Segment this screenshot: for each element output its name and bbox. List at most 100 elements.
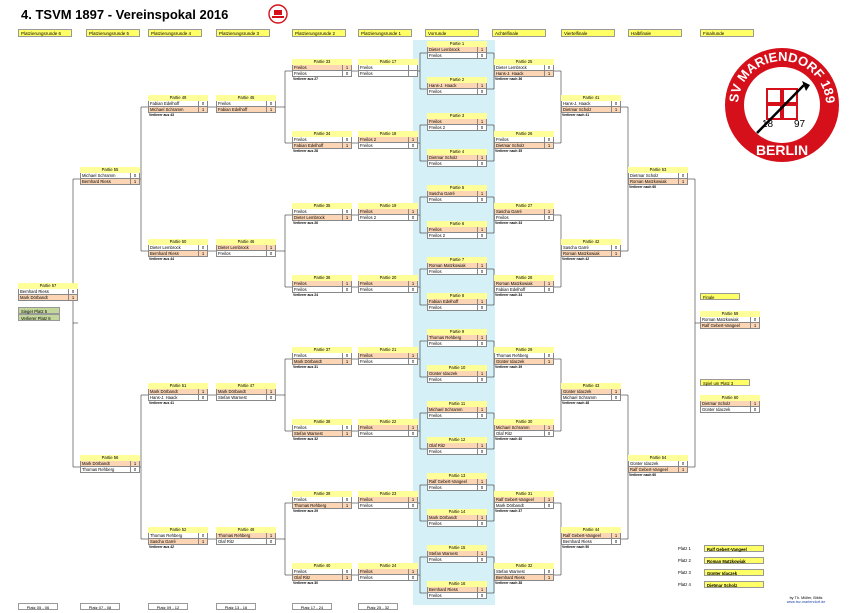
player-score: 1: [408, 209, 417, 214]
player-score: 0: [342, 209, 351, 214]
player-name: Mark Dörbandt: [217, 389, 266, 394]
match-note: Verlierer nach 39: [495, 365, 523, 369]
player-score: 1: [477, 299, 486, 304]
player-name: Freilos: [359, 71, 408, 76]
player-name: Freilos: [359, 353, 408, 358]
player-name: Mark Dörbandt: [293, 359, 342, 364]
player-name: Freilos: [293, 209, 342, 214]
player-score: 1: [611, 107, 620, 112]
player-score: 0: [198, 245, 207, 250]
credit-url[interactable]: www.tsv-mariendorf.de: [786, 600, 826, 604]
player-score: 0: [750, 407, 759, 412]
match-note: Verlierer nach 48: [562, 401, 590, 405]
player-score: 0: [408, 215, 417, 220]
match-note: Verlierer aus 32: [293, 437, 319, 441]
player-name: Mark Dörbandt: [81, 461, 130, 466]
match-title: Partie 21: [358, 347, 418, 353]
player-name: Freilos: [359, 425, 408, 430]
player-score: 1: [68, 295, 77, 300]
player-name: Freilos: [293, 71, 342, 76]
player-name: Freilos: [293, 281, 342, 286]
match-note: Verlierer nach 34: [495, 293, 523, 297]
player-name: Dietmar Scholz: [562, 107, 611, 112]
player-score: 0: [544, 215, 553, 220]
player-score: 1: [544, 359, 553, 364]
player-name: Freilos: [428, 197, 477, 202]
match-title: Partie 33: [292, 59, 352, 65]
player-name: Freilos: [428, 305, 477, 310]
player-name: Sascha Garré: [149, 539, 198, 544]
player-name: Bernhard Riess: [428, 587, 477, 592]
player-score: 0: [130, 173, 139, 178]
match-title: Partie 13: [427, 473, 487, 479]
player-name: Fabian Edelhoff: [217, 107, 266, 112]
player-score: 1: [477, 83, 486, 88]
player-name: Ralf Gebert-Vangeel: [428, 479, 477, 484]
match-note: Verlierer nach 35: [495, 149, 523, 153]
match-note: Verlierer aus 30: [293, 581, 319, 585]
player-score: 1: [408, 353, 417, 358]
player-score: 0: [611, 101, 620, 106]
player-name: Mark Dörbandt: [428, 515, 477, 520]
player-score: 0: [477, 341, 486, 346]
player-name: Freilos: [428, 119, 477, 124]
player-score: 0: [266, 101, 275, 106]
player-name: Dietmar Scholz: [701, 401, 750, 406]
player-score: [408, 71, 417, 76]
player-name: Michael Schramm: [562, 395, 611, 400]
player-name: Dietmar Scholz: [428, 155, 477, 160]
player-name: Olaf Ritz: [217, 539, 266, 544]
player-score: 0: [130, 467, 139, 472]
column-header: Platzierungsrunde 5: [86, 29, 140, 37]
player-score: 0: [611, 245, 620, 250]
match-title: Partie 18: [358, 131, 418, 137]
place-name: Dietmar Scholz: [704, 581, 764, 588]
player-name: Mark Dörbandt: [149, 389, 198, 394]
match-title: Partie 25: [494, 59, 554, 65]
match-title: Partie 45: [216, 95, 276, 101]
player-name: Olaf Ritz: [495, 431, 544, 436]
tsv-mariendorf-logo: TSV MARIENDORF 1897 BERLIN 18 97: [722, 45, 839, 162]
player-score: 1: [477, 119, 486, 124]
player-name: Thomas Rehberg: [428, 335, 477, 340]
player-score: 0: [408, 287, 417, 292]
match-title: Partie 8: [427, 293, 487, 299]
player-score: 1: [266, 389, 275, 394]
player-score: 0: [544, 65, 553, 70]
